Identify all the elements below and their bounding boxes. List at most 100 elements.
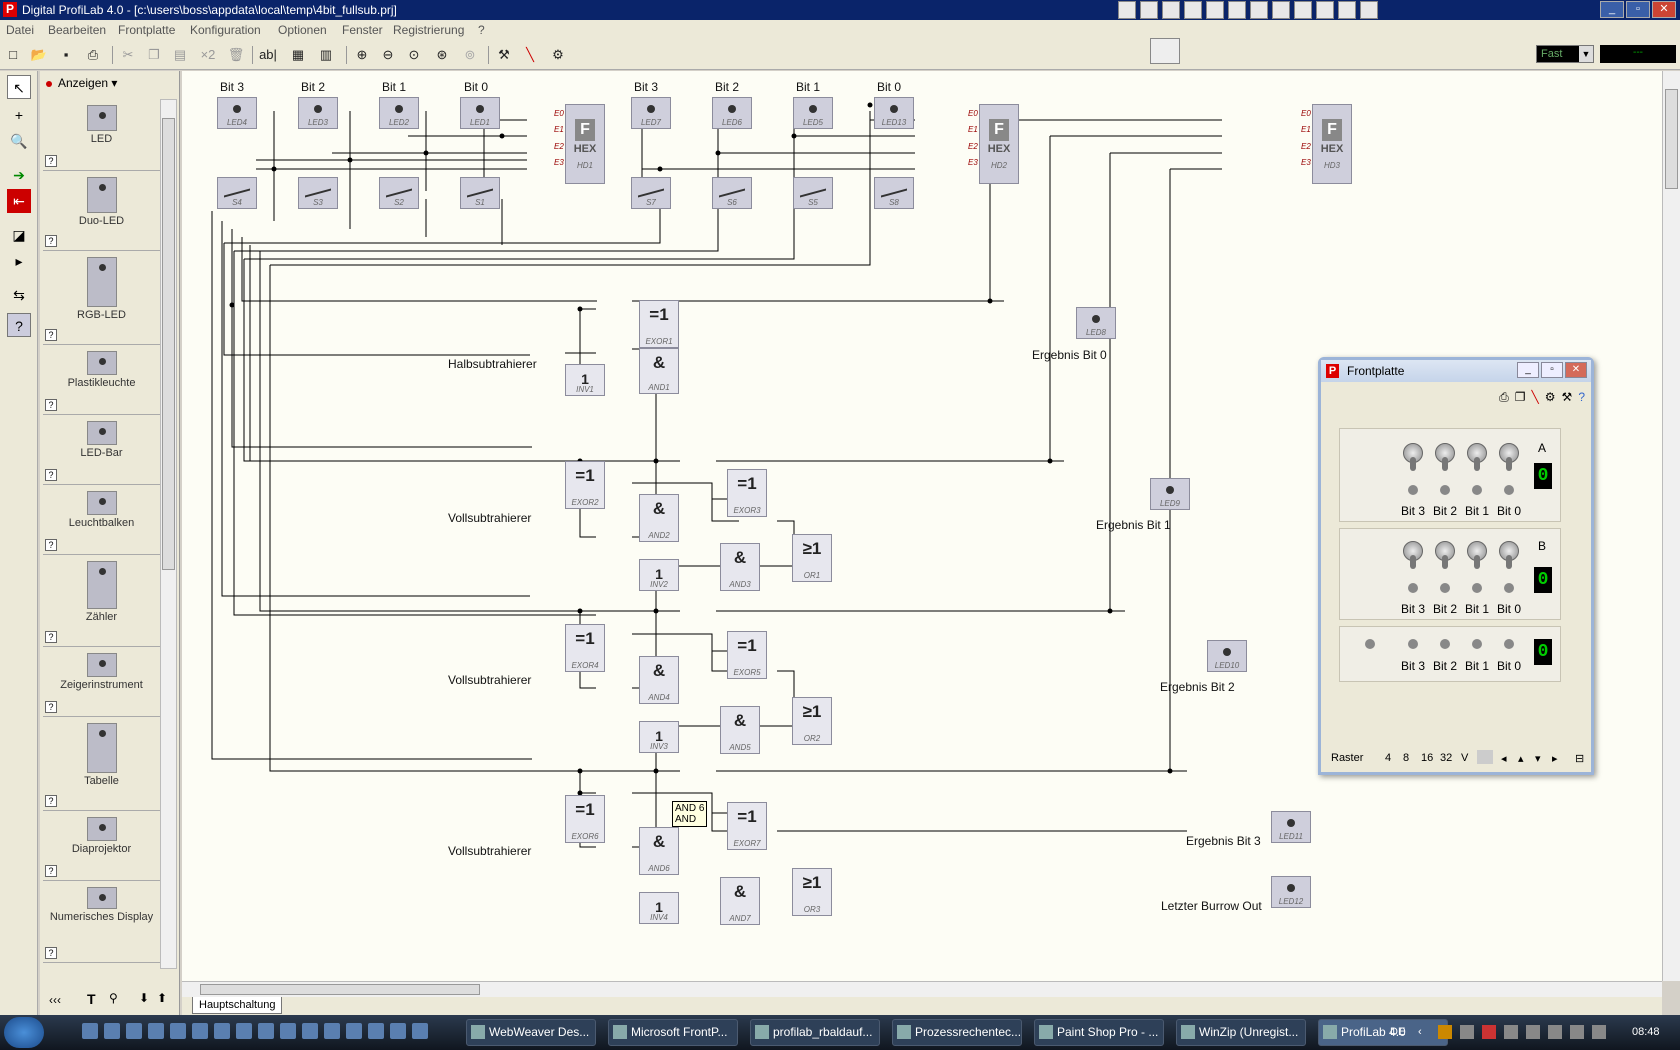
help-icon[interactable]: ? [45, 631, 57, 643]
task-button[interactable]: Paint Shop Pro - ... [1034, 1019, 1164, 1046]
result-led[interactable]: LED11 [1271, 811, 1311, 843]
help-icon[interactable]: ? [45, 701, 57, 713]
toggle-switch[interactable] [1434, 541, 1456, 571]
close-button[interactable]: ✕ [1565, 362, 1587, 378]
zoom-out-icon[interactable]: ⊖ [382, 47, 394, 62]
menu-help[interactable]: ? [478, 23, 485, 37]
zoom-reset-icon[interactable]: ⊚ [464, 47, 476, 62]
minimize-button[interactable]: _ [1517, 362, 1539, 378]
palette-item-tabelle[interactable]: Tabelle? [43, 723, 160, 811]
and-gate[interactable]: &AND3 [720, 543, 760, 591]
and-gate[interactable]: &AND6 [639, 827, 679, 875]
switch-component[interactable]: S3 [298, 177, 338, 209]
menu-registrierung[interactable]: Registrierung [393, 23, 465, 37]
toggle-switch[interactable] [1498, 541, 1520, 571]
delete-icon[interactable]: 🗑 [227, 47, 245, 62]
tray-icon[interactable] [1504, 1025, 1518, 1039]
scroll-down-icon[interactable]: ⬇ [139, 991, 150, 1005]
start-button[interactable] [4, 1017, 44, 1048]
open-folder-icon[interactable]: 📂 [30, 47, 48, 62]
and-gate[interactable]: &AND4 [639, 656, 679, 704]
run-icon[interactable]: ⚙ [552, 47, 564, 62]
cut-icon[interactable]: ✂ [122, 47, 134, 62]
switch-component[interactable]: S7 [631, 177, 671, 209]
palette-item-led[interactable]: LED? [43, 105, 160, 171]
task-button[interactable]: Microsoft FrontP... [608, 1019, 738, 1046]
arrow-left-icon[interactable]: ⇤ [7, 189, 31, 213]
maximize-button[interactable]: ▫ [1626, 1, 1650, 18]
toggle-switch[interactable] [1434, 443, 1456, 473]
quicklaunch-icon[interactable] [302, 1023, 318, 1039]
help-cursor-icon[interactable]: ? [7, 313, 31, 337]
raster-16[interactable]: 16 [1421, 752, 1434, 764]
quick-icon[interactable] [1272, 1, 1290, 19]
palette-header[interactable]: Anzeigen ▾ [40, 71, 179, 95]
scroll-thumb[interactable] [200, 984, 480, 995]
probe-icon[interactable]: ╲ [1531, 390, 1539, 404]
copy-icon[interactable]: ❐ [148, 47, 160, 62]
palette-item-duo-led[interactable]: Duo-LED? [43, 177, 160, 251]
quicklaunch-icon[interactable] [192, 1023, 208, 1039]
probe-icon[interactable]: ╲ [526, 47, 534, 62]
print-icon[interactable]: ⎙ [87, 47, 99, 62]
resize-grip-icon[interactable]: ⊟ [1575, 753, 1585, 765]
result-led[interactable]: LED12 [1271, 876, 1311, 908]
led-component[interactable]: LED3 [298, 97, 338, 129]
task-button[interactable]: WinZip (Unregist... [1176, 1019, 1306, 1046]
palette-item-zaehler[interactable]: Zähler? [43, 561, 160, 647]
move-right-icon[interactable]: ▸ [1552, 753, 1558, 765]
language-indicator[interactable]: DE [1390, 1026, 1406, 1038]
pointer-icon[interactable]: ↖ [7, 75, 31, 99]
grid-icon[interactable]: ▦ [291, 47, 305, 62]
help-icon[interactable]: ? [45, 795, 57, 807]
horizontal-scrollbar[interactable] [182, 981, 1662, 997]
toggle-switch[interactable] [1402, 541, 1424, 571]
task-button[interactable]: profilab_rbaldauf... [750, 1019, 880, 1046]
help-icon[interactable]: ? [45, 155, 57, 167]
tray-icon[interactable] [1526, 1025, 1540, 1039]
raster-32[interactable]: 32 [1440, 752, 1453, 764]
and-gate[interactable]: &AND7 [720, 877, 760, 925]
raster-box[interactable] [1477, 750, 1493, 764]
quicklaunch-icon[interactable] [126, 1023, 142, 1039]
toggle-switch[interactable] [1466, 443, 1488, 473]
tray-icon[interactable] [1438, 1025, 1452, 1039]
quicklaunch-icon[interactable] [368, 1023, 384, 1039]
quick-icon[interactable] [1118, 1, 1136, 19]
paste-icon[interactable]: ▤ [173, 47, 187, 62]
quicklaunch-icon[interactable] [82, 1023, 98, 1039]
print-icon[interactable]: ⎙ [1499, 390, 1509, 404]
network-icon[interactable] [1570, 1025, 1584, 1039]
junction-icon[interactable]: + [14, 107, 24, 123]
led-component[interactable]: LED13 [874, 97, 914, 129]
and-gate[interactable]: &AND1 [639, 348, 679, 394]
result-led[interactable]: LED9 [1150, 478, 1190, 510]
clock[interactable]: 08:48 [1632, 1026, 1660, 1038]
palette-item-numerisches-display[interactable]: Numerisches Display? [43, 887, 160, 963]
palette-item-zeigerinstrument[interactable]: Zeigerinstrument? [43, 653, 160, 717]
and-gate[interactable]: &AND5 [720, 706, 760, 754]
quick-icon[interactable] [1316, 1, 1334, 19]
tray-icon[interactable] [1548, 1025, 1562, 1039]
help-icon[interactable]: ? [45, 947, 57, 959]
palette-item-plastikleuchte[interactable]: Plastikleuchte? [43, 351, 160, 415]
task-button-active[interactable]: ProfiLab 4.0 [1318, 1019, 1448, 1046]
frontplatte-titlebar[interactable]: P Frontplatte _ ▫ ✕ [1321, 360, 1591, 382]
close-button[interactable]: ✕ [1652, 1, 1676, 18]
led-component[interactable]: LED6 [712, 97, 752, 129]
toggle-switch[interactable] [1402, 443, 1424, 473]
result-led[interactable]: LED10 [1207, 640, 1247, 672]
quick-icon[interactable] [1250, 1, 1268, 19]
minimize-button[interactable]: _ [1600, 1, 1624, 18]
switch-component[interactable]: S8 [874, 177, 914, 209]
collapse-icon[interactable]: ‹‹‹ [49, 993, 61, 1007]
move-up-icon[interactable]: ▴ [1518, 753, 1524, 765]
